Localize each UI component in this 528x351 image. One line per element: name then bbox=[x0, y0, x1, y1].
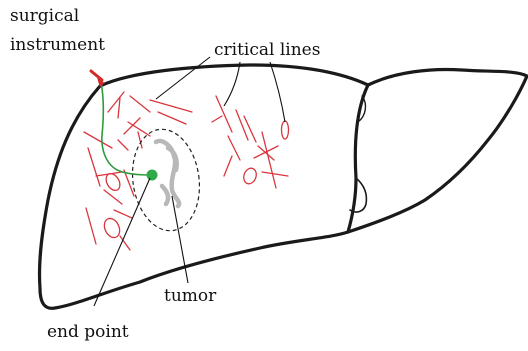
critical-line bbox=[224, 156, 232, 176]
critical-line bbox=[138, 132, 142, 148]
label-surgical: surgical bbox=[10, 6, 79, 26]
instrument-tip bbox=[91, 71, 104, 86]
critical-line bbox=[118, 98, 120, 118]
instrument-path bbox=[101, 82, 151, 175]
critical-line bbox=[104, 190, 122, 204]
critical-ring bbox=[242, 166, 259, 185]
critical-line bbox=[88, 148, 100, 186]
liver-left-lobe bbox=[39, 65, 368, 308]
critical-line bbox=[130, 96, 150, 112]
critical-line bbox=[86, 208, 96, 244]
liver-right-lobe bbox=[348, 70, 527, 232]
label-instrument: instrument bbox=[10, 35, 105, 55]
critical-line bbox=[244, 116, 256, 142]
critical-line bbox=[118, 140, 128, 150]
critical-line bbox=[216, 96, 232, 132]
liver-outline bbox=[39, 65, 527, 308]
end-point-marker bbox=[147, 170, 158, 181]
label-tumor: tumor bbox=[164, 286, 217, 306]
critical-line bbox=[158, 112, 186, 124]
leader-critical-1 bbox=[156, 57, 210, 99]
critical-line bbox=[150, 100, 192, 112]
critical-line bbox=[108, 92, 124, 112]
leader-critical-3 bbox=[270, 62, 285, 122]
critical-line bbox=[114, 210, 132, 218]
critical-ring bbox=[282, 121, 289, 139]
critical-line bbox=[262, 172, 288, 176]
label-end-point: end point bbox=[47, 322, 129, 342]
label-critical-lines: critical lines bbox=[214, 40, 320, 60]
leader-critical-2 bbox=[224, 62, 240, 106]
critical-ring bbox=[101, 216, 122, 240]
tumor-mass bbox=[156, 141, 179, 206]
critical-line bbox=[84, 132, 112, 148]
critical-line bbox=[236, 110, 248, 140]
critical-line bbox=[228, 136, 240, 160]
critical-lines bbox=[84, 92, 289, 250]
critical-line bbox=[212, 116, 222, 122]
